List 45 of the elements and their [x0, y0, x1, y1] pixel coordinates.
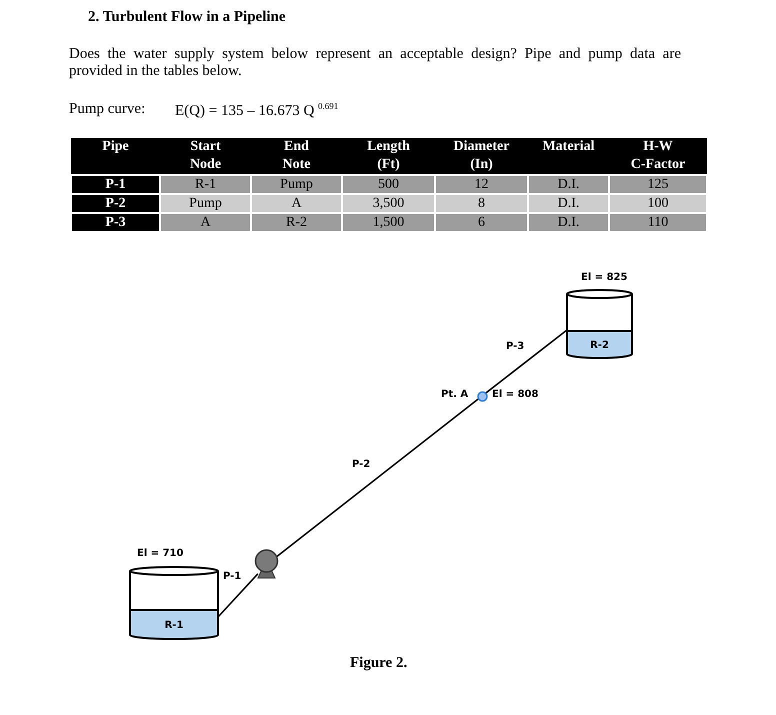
- question-paragraph: Does the water supply system below represent an acceptable design? Pipe and pump data are provided in the tables below.: [69, 46, 681, 80]
- figure-caption: Figure 2.: [350, 655, 408, 672]
- tank-label: R-1: [164, 618, 184, 632]
- pipe-label: P-2: [352, 459, 370, 470]
- pipe-line: [217, 573, 258, 618]
- table-cell: 3,500: [342, 194, 435, 213]
- table-cell: 125: [609, 175, 707, 194]
- elevation-label: Pt. A: [441, 389, 468, 400]
- table-cell: 1,500: [342, 213, 435, 232]
- table-header-cell: Diameter (In): [435, 138, 528, 175]
- equation: E(Q) = 135 – 16.673 Q $^{0.691}$: [175, 101, 338, 120]
- equation-label: Pump curve:: [69, 101, 146, 118]
- table-cell: A: [251, 194, 342, 213]
- table-cell: 12: [435, 175, 528, 194]
- elevation-label: El = 825: [581, 272, 628, 283]
- table-header-cell: Pipe: [71, 138, 160, 175]
- tank-label: R-2: [589, 338, 610, 352]
- pipe-label: P-3: [506, 341, 524, 352]
- elevation-label: El = 808: [492, 389, 538, 400]
- table-cell: D.I.: [528, 175, 609, 194]
- table-cell: D.I.: [528, 213, 609, 232]
- elevation-label: El = 710: [137, 548, 184, 559]
- table-cell: 6: [435, 213, 528, 232]
- pipe-line: [274, 398, 479, 558]
- table-cell: 110: [609, 213, 707, 232]
- table-header-cell: Length (Ft): [342, 138, 435, 175]
- row-header-cell: P-1: [71, 175, 160, 194]
- table-cell: D.I.: [528, 194, 609, 213]
- table-header-cell: Start Node: [160, 138, 251, 175]
- table-cell: Pump: [160, 194, 251, 213]
- table-cell: 100: [609, 194, 707, 213]
- row-header-cell: P-3: [71, 213, 160, 232]
- table-cell: Pump: [251, 175, 342, 194]
- pipe-line: [485, 329, 568, 394]
- heading: 2. Turbulent Flow in a Pipeline: [88, 9, 286, 26]
- table-cell: 8: [435, 194, 528, 213]
- table-header-cell: H-W C-Factor: [609, 138, 707, 175]
- table-cell: R-1: [160, 175, 251, 194]
- table-cell: 500: [342, 175, 435, 194]
- pipe-label: P-1: [223, 571, 242, 582]
- table-header-cell: End Note: [251, 138, 342, 175]
- table-header-cell: Material: [528, 138, 609, 175]
- table-cell: R-2: [251, 213, 342, 232]
- table-cell: A: [160, 213, 251, 232]
- row-header-cell: P-2: [71, 194, 160, 213]
